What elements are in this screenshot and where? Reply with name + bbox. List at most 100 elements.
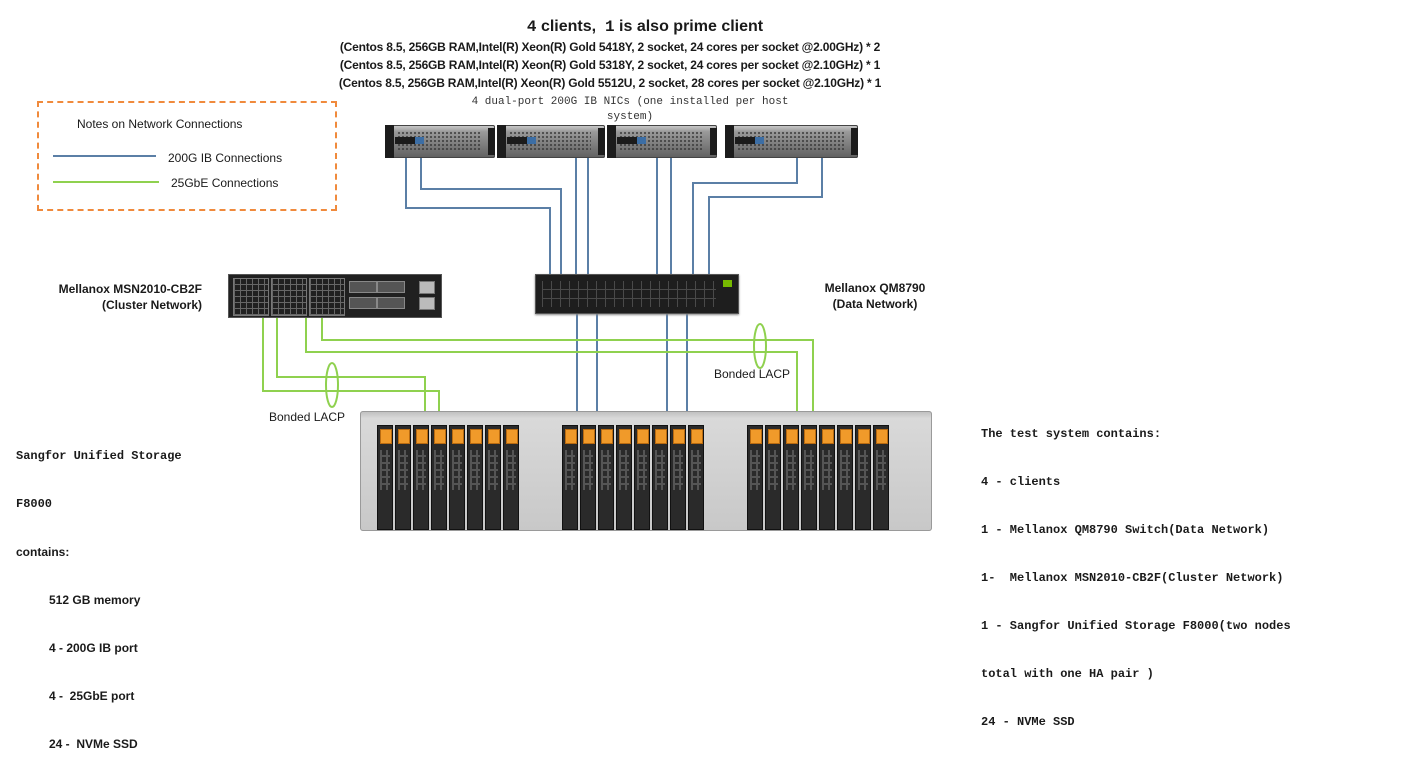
drive-vent-icon bbox=[876, 450, 886, 490]
client-spec-line: (Centos 8.5, 256GB RAM,Intel(R) Xeon(R) … bbox=[339, 58, 881, 72]
cluster-switch-label: Mellanox MSN2010-CB2F (Cluster Network) bbox=[30, 281, 202, 313]
ib-link bbox=[405, 158, 551, 278]
nvme-drive bbox=[837, 425, 853, 530]
legend-label-ib: 200G IB Connections bbox=[168, 151, 283, 165]
nvme-drive bbox=[652, 425, 668, 530]
switch-ports bbox=[542, 281, 716, 307]
ib-link bbox=[420, 158, 562, 278]
nic-note: 4 dual-port 200G IB NICs (one installed … bbox=[420, 95, 840, 125]
legend-swatch-ib bbox=[53, 155, 156, 157]
drive-release-tab-icon bbox=[601, 429, 613, 444]
summary-line: 1 - Sangfor Unified Storage F8000(two no… bbox=[981, 619, 1291, 633]
drive-release-tab-icon bbox=[655, 429, 667, 444]
drive-release-tab-icon bbox=[470, 429, 482, 444]
drive-vent-icon bbox=[470, 450, 480, 490]
drive-vent-icon bbox=[416, 450, 426, 490]
drive-vent-icon bbox=[488, 450, 498, 490]
drive-vent-icon bbox=[768, 450, 778, 490]
drive-bay-group bbox=[377, 425, 519, 530]
nvme-drive bbox=[467, 425, 483, 530]
qsfp-port bbox=[349, 297, 377, 309]
summary-line: total with one HA pair ) bbox=[981, 667, 1154, 681]
drive-vent-icon bbox=[840, 450, 850, 490]
drive-release-tab-icon bbox=[673, 429, 685, 444]
nvme-drive bbox=[783, 425, 799, 530]
ethernet-link bbox=[276, 316, 426, 412]
drive-release-tab-icon bbox=[416, 429, 428, 444]
status-led-icon bbox=[415, 137, 424, 144]
drive-vent-icon bbox=[565, 450, 575, 490]
nvme-drive bbox=[634, 425, 650, 530]
client-spec-line: (Centos 8.5, 256GB RAM,Intel(R) Xeon(R) … bbox=[339, 40, 881, 54]
nvme-drive bbox=[449, 425, 465, 530]
drive-vent-icon bbox=[786, 450, 796, 490]
client-server-1 bbox=[385, 125, 495, 158]
drive-release-tab-icon bbox=[786, 429, 798, 444]
qsfp-port bbox=[377, 297, 405, 309]
summary-line: 1- Mellanox MSN2010-CB2F(Cluster Network… bbox=[981, 571, 1284, 585]
drive-vent-icon bbox=[506, 450, 516, 490]
data-switch-qm8790 bbox=[535, 274, 739, 314]
diagram-title: 4 clients, 1 is also prime client bbox=[0, 18, 1290, 36]
storage-item: 24 - NVMe SSD bbox=[49, 737, 138, 751]
drive-release-tab-icon bbox=[398, 429, 410, 444]
nvme-drive bbox=[580, 425, 596, 530]
drive-vent-icon bbox=[452, 450, 462, 490]
nvme-drive bbox=[616, 425, 632, 530]
drive-release-tab-icon bbox=[565, 429, 577, 444]
nvme-drive bbox=[855, 425, 871, 530]
nvme-drive bbox=[688, 425, 704, 530]
drive-release-tab-icon bbox=[619, 429, 631, 444]
drive-vent-icon bbox=[750, 450, 760, 490]
nic-note-line: 4 dual-port 200G IB NICs (one installed … bbox=[471, 96, 789, 108]
drive-release-tab-icon bbox=[876, 429, 888, 444]
drive-vent-icon bbox=[673, 450, 683, 490]
drive-vent-icon bbox=[858, 450, 868, 490]
drive-vent-icon bbox=[655, 450, 665, 490]
drive-bay-group bbox=[562, 425, 704, 530]
rj45-port bbox=[419, 281, 435, 294]
qsfp-port bbox=[349, 281, 377, 293]
drive-vent-icon bbox=[601, 450, 611, 490]
ethernet-link bbox=[321, 316, 814, 412]
status-led-icon bbox=[527, 137, 536, 144]
ib-link bbox=[708, 158, 823, 278]
summary-line: 24 - NVMe SSD bbox=[981, 715, 1075, 729]
drive-release-tab-icon bbox=[691, 429, 703, 444]
ethernet-link bbox=[305, 316, 798, 412]
nvme-drive bbox=[670, 425, 686, 530]
data-switch-label: Mellanox QM8790 (Data Network) bbox=[790, 280, 960, 312]
nvme-drive bbox=[377, 425, 393, 530]
drive-release-tab-icon bbox=[858, 429, 870, 444]
prime-text: is also prime client bbox=[619, 18, 764, 35]
drive-release-tab-icon bbox=[434, 429, 446, 444]
nvme-drive bbox=[562, 425, 578, 530]
drive-vent-icon bbox=[619, 450, 629, 490]
storage-title-line: F8000 bbox=[16, 497, 53, 511]
nvme-drive bbox=[765, 425, 781, 530]
nvidia-logo-icon bbox=[723, 280, 732, 287]
lacp-label-data: Bonded LACP bbox=[714, 367, 791, 381]
storage-item: 4 - 200G IB port bbox=[49, 641, 138, 655]
drive-release-tab-icon bbox=[583, 429, 595, 444]
drive-vent-icon bbox=[691, 450, 701, 490]
system-summary: The test system contains: 4 - clients 1 … bbox=[981, 394, 1291, 746]
ib-connections bbox=[405, 158, 823, 412]
drive-release-tab-icon bbox=[822, 429, 834, 444]
drive-release-tab-icon bbox=[804, 429, 816, 444]
storage-item: 512 GB memory bbox=[49, 593, 141, 607]
clients-text: clients, bbox=[540, 18, 597, 35]
drive-release-tab-icon bbox=[840, 429, 852, 444]
drive-release-tab-icon bbox=[768, 429, 780, 444]
client-server-2 bbox=[497, 125, 605, 158]
storage-title-line: Sangfor Unified Storage bbox=[16, 449, 182, 463]
client-server-4 bbox=[725, 125, 858, 158]
drive-release-tab-icon bbox=[452, 429, 464, 444]
prime-count: 1 bbox=[604, 18, 615, 36]
sfp-port-cage bbox=[233, 278, 269, 316]
summary-line: 4 - clients bbox=[981, 475, 1061, 489]
data-switch-role: (Data Network) bbox=[832, 297, 918, 311]
cluster-switch-role: (Cluster Network) bbox=[101, 298, 202, 312]
cluster-switch-name: Mellanox MSN2010-CB2F bbox=[58, 282, 202, 296]
client-server-3 bbox=[607, 125, 717, 158]
